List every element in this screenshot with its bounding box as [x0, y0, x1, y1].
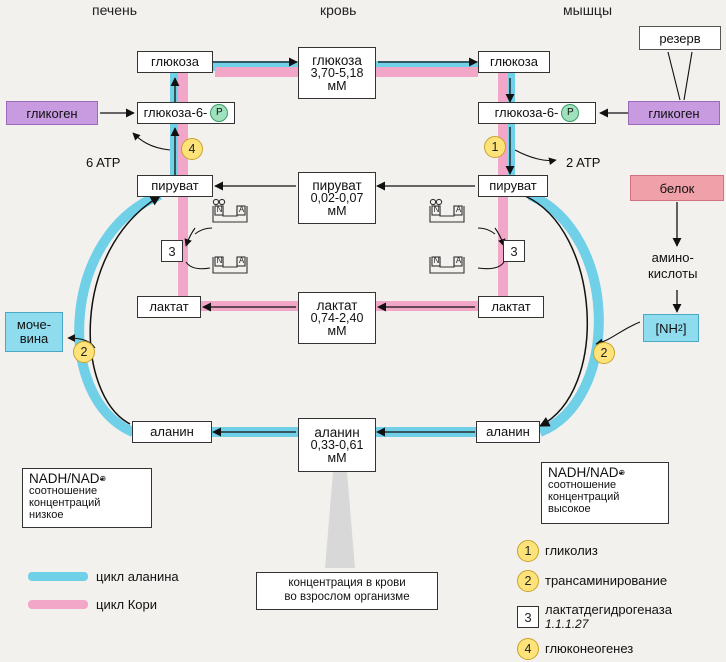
blood-alanine-range: 0,33-0,61	[310, 437, 364, 452]
note-line-2: во взрослом организме	[284, 591, 410, 603]
muscle-pyruvate: пируват	[478, 175, 548, 197]
ratio-low-line-3: низкое	[29, 509, 64, 521]
urea-line-2: вина	[19, 331, 49, 346]
liver-lactate: лактат	[137, 296, 201, 318]
enzyme-glyph-n: N	[433, 256, 440, 265]
liver-nad-glyph-top	[212, 198, 248, 223]
reserve-label: резерв	[639, 26, 721, 50]
nh2-subscript: 2	[677, 323, 683, 333]
blood-glucose-unit: мМ	[327, 78, 347, 93]
muscle-g6p-label: глюкоза-6-	[494, 105, 559, 120]
liver-alanine: аланин	[132, 421, 212, 443]
ratio-high-sup: ⊕	[618, 468, 626, 477]
enzyme-glyph-n: N	[216, 205, 223, 214]
cori-cycle-swatch	[28, 600, 88, 609]
blood-lactate: лактат 0,74-2,40 мМ	[298, 292, 376, 344]
blood-lactate-range: 0,74-2,40	[310, 310, 364, 325]
marker-transamination-liver: 2	[73, 341, 95, 363]
legend-ldh-ec: 1.1.1.27	[545, 617, 589, 631]
blood-glucose-name: глюкоза	[312, 52, 362, 68]
muscle-alanine: аланин	[476, 421, 540, 443]
ratio-high-dash: -	[618, 465, 624, 480]
note-line-1: концентрация в крови	[288, 577, 406, 589]
ratio-high-line-1: соотношение	[548, 479, 617, 491]
legend-ldh: лактатдегидрогеназа 1.1.1.27	[545, 602, 672, 632]
blood-glucose-range: 3,70-5,18	[310, 65, 364, 80]
nh2-bracket: ]	[682, 320, 687, 336]
blood-alanine: аланин 0,33-0,61 мМ	[298, 418, 376, 472]
ratio-low-title: NADH/NAD	[29, 471, 100, 486]
legend-ldh-label: лактатдегидрогеназа	[545, 602, 672, 617]
muscle-glucose: глюкоза	[478, 51, 550, 73]
enzyme-glyph-a: A	[238, 256, 245, 265]
ratio-low-line-2: концентраций	[29, 497, 101, 509]
liver-header: печень	[92, 2, 138, 18]
ratio-high-line-3: высокое	[548, 503, 591, 515]
marker-ldh-liver: 3	[161, 240, 183, 262]
liver-glucose-6-phosphate: глюкоза-6-P	[137, 102, 235, 124]
ratio-high-box: NADH/NAD⊕- соотношение концентраций высо…	[541, 462, 669, 524]
concentration-note: концентрация в крови во взрослом организ…	[256, 572, 438, 610]
blood-pyruvate-name: пируват	[312, 177, 362, 193]
legend-marker-4: 4	[517, 638, 539, 660]
liver-glucose: глюкоза	[137, 51, 213, 73]
amino-line-1: амино-	[651, 250, 694, 265]
liver-atp: 6 ATP	[86, 155, 121, 170]
legend-marker-3: 3	[517, 606, 539, 628]
marker-transamination-muscle: 2	[593, 342, 615, 364]
ratio-low-box: NADH/NAD⊕- соотношение концентраций низк…	[22, 468, 152, 528]
ratio-low-dash: -	[99, 471, 105, 486]
blood-alanine-name: аланин	[314, 424, 360, 440]
alanine-cycle-swatch	[28, 572, 88, 581]
phosphate-icon: P	[210, 104, 229, 122]
marker-gluconeogenesis: 4	[181, 138, 203, 160]
liver-glycogen: гликоген	[6, 101, 98, 125]
enzyme-glyph-a: A	[455, 256, 462, 265]
urea-line-1: моче-	[16, 317, 52, 332]
marker-glycolysis: 1	[484, 136, 506, 158]
muscle-lactate: лактат	[478, 296, 544, 318]
blood-pyruvate: пируват 0,02-0,07 мМ	[298, 172, 376, 224]
liver-nad-glyph-bottom	[212, 256, 248, 274]
legend-glycolysis: гликолиз	[545, 543, 598, 558]
muscle-nad-glyph-bottom	[429, 256, 465, 274]
blood-lactate-unit: мМ	[327, 323, 347, 338]
amino-line-2: кислоты	[648, 266, 698, 281]
enzyme-glyph-n: N	[433, 205, 440, 214]
amino-acids-label: амино- кислоты	[648, 250, 697, 282]
enzyme-glyph-a: A	[238, 205, 245, 214]
legend-gluconeogenesis: глюконеогенез	[545, 641, 634, 656]
legend-transamination: трансаминирование	[545, 573, 668, 588]
ratio-high-title: NADH/NAD	[548, 465, 619, 480]
liver-pyruvate: пируват	[137, 175, 213, 197]
blood-glucose: глюкоза 3,70-5,18 мМ	[298, 47, 376, 99]
urea-box: моче- вина	[5, 312, 63, 352]
legend-marker-2: 2	[517, 570, 539, 592]
enzyme-glyph-a: A	[455, 205, 462, 214]
legend-cori-cycle: цикл Кори	[96, 597, 158, 612]
muscle-glucose-6-phosphate: глюкоза-6-P	[478, 102, 596, 124]
muscle-atp: 2 ATP	[566, 155, 601, 170]
blood-pyruvate-unit: мМ	[327, 203, 347, 218]
ratio-low-line-1: соотношение	[29, 485, 98, 497]
blood-lactate-name: лактат	[316, 297, 358, 313]
blood-alanine-unit: мМ	[327, 450, 347, 465]
liver-g6p-label: глюкоза-6-	[143, 105, 208, 120]
ratio-high-line-2: концентраций	[548, 491, 620, 503]
legend-alanine-cycle: цикл аланина	[96, 569, 179, 584]
nh2-label: [NH	[655, 320, 678, 336]
muscle-nad-glyph-top	[429, 198, 465, 223]
muscle-glycogen: гликоген	[628, 101, 720, 125]
blood-pyruvate-range: 0,02-0,07	[310, 190, 364, 205]
legend-marker-1: 1	[517, 540, 539, 562]
muscle-header: мышцы	[563, 2, 612, 18]
phosphate-icon: P	[561, 104, 580, 122]
protein-box: белок	[630, 175, 724, 201]
enzyme-glyph-n: N	[216, 256, 223, 265]
ratio-low-sup: ⊕	[99, 474, 107, 483]
marker-ldh-muscle: 3	[503, 240, 525, 262]
blood-header: кровь	[320, 2, 357, 18]
